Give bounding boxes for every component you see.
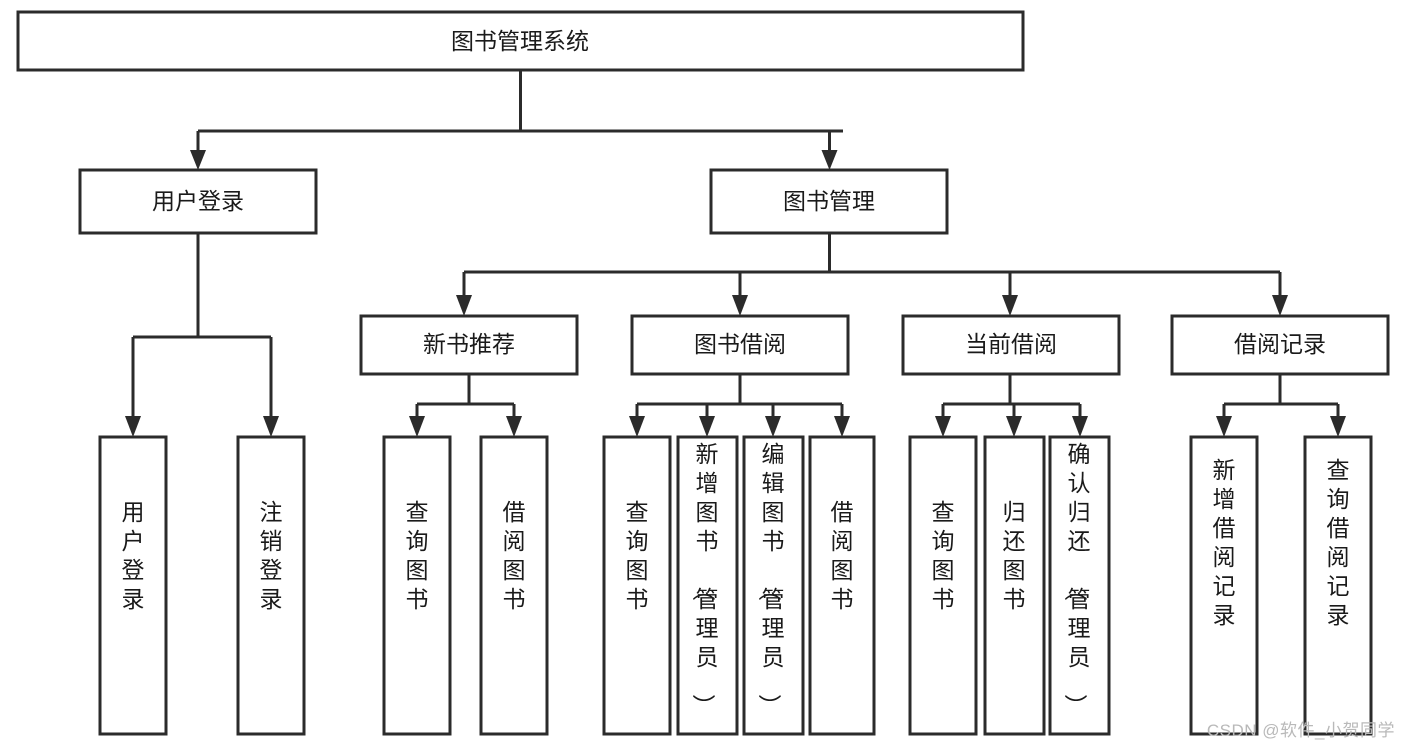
- node-leaf-add-borrow-record-label: 新增借阅记录: [1213, 457, 1236, 628]
- node-leaf-return-book-box[interactable]: [983, 435, 1046, 736]
- node-leaf-query-book-current-label: 查询图书: [932, 499, 955, 612]
- arrow-head-icon: [1272, 295, 1288, 316]
- arrow-head-icon: [190, 150, 206, 170]
- node-leaf-borrow-book-new-box[interactable]: [479, 435, 549, 736]
- node-leaf-query-borrow-record-label: 查询借阅记录: [1327, 457, 1350, 628]
- arrow-head-icon: [935, 416, 951, 437]
- arrow-head-icon: [409, 416, 425, 437]
- arrow-head-icon: [506, 416, 522, 437]
- arrow-head-icon: [456, 295, 472, 316]
- node-leaf-add-book-admin-label: 新增图书（管理员）: [691, 441, 719, 717]
- node-leaf-confirm-return-admin[interactable]: 确认归还（管理员）: [1048, 435, 1111, 736]
- node-leaf-query-book-new-label: 查询图书: [406, 499, 429, 612]
- node-leaf-logout-box[interactable]: [236, 435, 306, 736]
- node-leaf-query-book-borrow-label: 查询图书: [626, 499, 649, 612]
- node-leaf-query-book-current[interactable]: 查询图书: [908, 435, 978, 736]
- node-leaf-confirm-return-admin-label: 确认归还（管理员）: [1063, 441, 1091, 717]
- node-book-borrow-box[interactable]: [630, 314, 850, 376]
- arrow-head-icon: [821, 150, 838, 170]
- arrow-head-icon: [263, 416, 279, 437]
- node-leaf-logout-label: 注销登录: [260, 499, 283, 612]
- node-book-borrow[interactable]: 图书借阅: [630, 314, 850, 376]
- node-book-management-label: 图书管理: [783, 188, 875, 214]
- node-book-borrow-label: 图书借阅: [694, 331, 786, 357]
- node-current-borrow-label: 当前借阅: [965, 331, 1057, 357]
- node-leaf-edit-book-admin-label: 编辑图书（管理员）: [757, 441, 785, 717]
- arrow-head-icon: [1330, 416, 1346, 437]
- node-leaf-confirm-return-admin-box[interactable]: [1048, 435, 1111, 736]
- arrow-head-icon: [1006, 416, 1022, 437]
- node-leaf-add-book-admin-box[interactable]: [676, 435, 739, 736]
- node-leaf-query-book-borrow[interactable]: 查询图书: [602, 435, 672, 736]
- arrow-head-icon: [1216, 416, 1232, 437]
- node-leaf-query-book-new[interactable]: 查询图书: [382, 435, 452, 736]
- node-leaf-borrow-book[interactable]: 借阅图书: [808, 435, 876, 736]
- arrow-head-icon: [732, 295, 748, 316]
- node-leaf-borrow-book-box[interactable]: [808, 435, 876, 736]
- node-leaf-query-book-borrow-box[interactable]: [602, 435, 672, 736]
- node-leaf-edit-book-admin-box[interactable]: [742, 435, 805, 736]
- node-borrow-record-box[interactable]: [1170, 314, 1390, 376]
- connector-layer: [125, 70, 1346, 437]
- node-leaf-return-book-label: 归还图书: [1003, 499, 1026, 612]
- node-new-book-recommend-box[interactable]: [359, 314, 579, 376]
- node-leaf-borrow-book-new[interactable]: 借阅图书: [479, 435, 549, 736]
- node-leaf-query-book-current-box[interactable]: [908, 435, 978, 736]
- arrow-head-icon: [699, 416, 715, 437]
- node-current-borrow-box[interactable]: [901, 314, 1121, 376]
- node-book-management[interactable]: 图书管理: [709, 168, 949, 235]
- node-current-borrow[interactable]: 当前借阅: [901, 314, 1121, 376]
- node-user-login-label: 用户登录: [152, 188, 244, 214]
- node-root-label: 图书管理系统: [451, 28, 589, 54]
- node-leaf-logout[interactable]: 注销登录: [236, 435, 306, 736]
- node-leaf-borrow-book-label: 借阅图书: [831, 499, 854, 612]
- arrow-head-icon: [834, 416, 850, 437]
- arrow-head-icon: [125, 416, 141, 437]
- node-leaf-edit-book-admin[interactable]: 编辑图书（管理员）: [742, 435, 805, 736]
- node-leaf-query-borrow-record[interactable]: 查询借阅记录: [1303, 435, 1373, 736]
- node-borrow-record[interactable]: 借阅记录: [1170, 314, 1390, 376]
- arrow-head-icon: [765, 416, 781, 437]
- node-user-login[interactable]: 用户登录: [78, 168, 318, 235]
- node-leaf-user-login[interactable]: 用户登录: [98, 435, 168, 736]
- node-leaf-add-book-admin[interactable]: 新增图书（管理员）: [676, 435, 739, 736]
- csdn-watermark: CSDN @软件_小贺同学: [1206, 721, 1395, 740]
- node-borrow-record-label: 借阅记录: [1234, 331, 1326, 357]
- arrow-head-icon: [629, 416, 645, 437]
- node-leaf-add-borrow-record-box[interactable]: [1189, 435, 1259, 736]
- node-root-box[interactable]: [16, 10, 1025, 72]
- node-book-management-box[interactable]: [709, 168, 949, 235]
- node-user-login-box[interactable]: [78, 168, 318, 235]
- node-leaf-return-book[interactable]: 归还图书: [983, 435, 1046, 736]
- arrow-head-icon: [1002, 295, 1018, 316]
- node-new-book-recommend-label: 新书推荐: [423, 331, 515, 357]
- node-leaf-user-login-box[interactable]: [98, 435, 168, 736]
- node-leaf-query-borrow-record-box[interactable]: [1303, 435, 1373, 736]
- node-leaf-user-login-label: 用户登录: [122, 499, 145, 612]
- arrow-head-icon: [1072, 416, 1088, 437]
- node-root[interactable]: 图书管理系统: [16, 10, 1025, 72]
- node-new-book-recommend[interactable]: 新书推荐: [359, 314, 579, 376]
- node-leaf-query-book-new-box[interactable]: [382, 435, 452, 736]
- node-leaf-borrow-book-new-label: 借阅图书: [503, 499, 526, 612]
- node-leaf-add-borrow-record[interactable]: 新增借阅记录: [1189, 435, 1259, 736]
